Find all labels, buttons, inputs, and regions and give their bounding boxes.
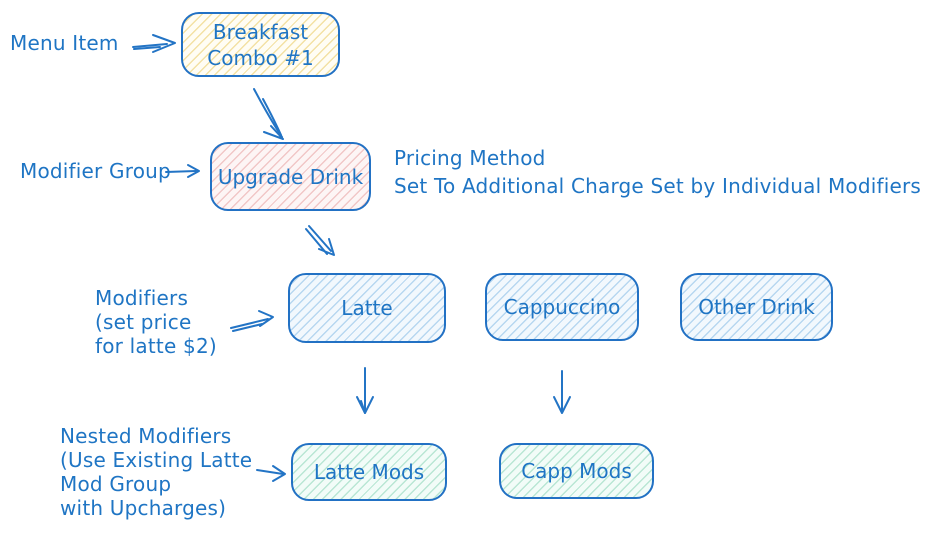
node-upgrade-drink-label: Upgrade Drink bbox=[217, 164, 364, 189]
arrow-upgrade-to-latte-icon bbox=[305, 225, 335, 256]
node-cappuccino: Cappuccino bbox=[485, 273, 639, 341]
node-breakfast-combo-label: Breakfast Combo #1 bbox=[207, 19, 314, 70]
arrow-modifiers-icon bbox=[230, 310, 274, 332]
label-nested-modifiers: Nested Modifiers (Use Existing Latte Mod… bbox=[60, 424, 253, 520]
node-capp-mods: Capp Mods bbox=[499, 443, 654, 499]
arrow-modifier-group-icon bbox=[165, 164, 200, 178]
node-other-drink: Other Drink bbox=[680, 273, 833, 341]
arrow-nested-modifiers-icon bbox=[256, 465, 286, 482]
arrow-breakfast-to-upgrade-icon bbox=[253, 88, 284, 140]
label-menu-item: Menu Item bbox=[10, 31, 119, 55]
node-upgrade-drink: Upgrade Drink bbox=[210, 142, 371, 211]
node-other-drink-label: Other Drink bbox=[698, 295, 815, 319]
node-latte-label: Latte bbox=[341, 296, 393, 320]
node-breakfast-combo: Breakfast Combo #1 bbox=[181, 12, 340, 77]
arrow-menu-item-icon bbox=[132, 34, 176, 53]
node-latte-mods-label: Latte Mods bbox=[313, 460, 425, 484]
label-modifier-group: Modifier Group bbox=[20, 159, 171, 183]
node-cappuccino-label: Cappuccino bbox=[503, 295, 621, 319]
label-modifiers: Modifiers (set price for latte $2) bbox=[95, 286, 217, 358]
node-capp-mods-label: Capp Mods bbox=[521, 459, 632, 483]
arrow-latte-to-mods-icon bbox=[356, 367, 374, 414]
node-latte-mods: Latte Mods bbox=[291, 443, 447, 501]
label-pricing-method: Pricing Method Set To Additional Charge … bbox=[394, 146, 922, 198]
node-latte: Latte bbox=[288, 273, 446, 343]
arrow-capp-to-mods-icon bbox=[553, 370, 571, 414]
